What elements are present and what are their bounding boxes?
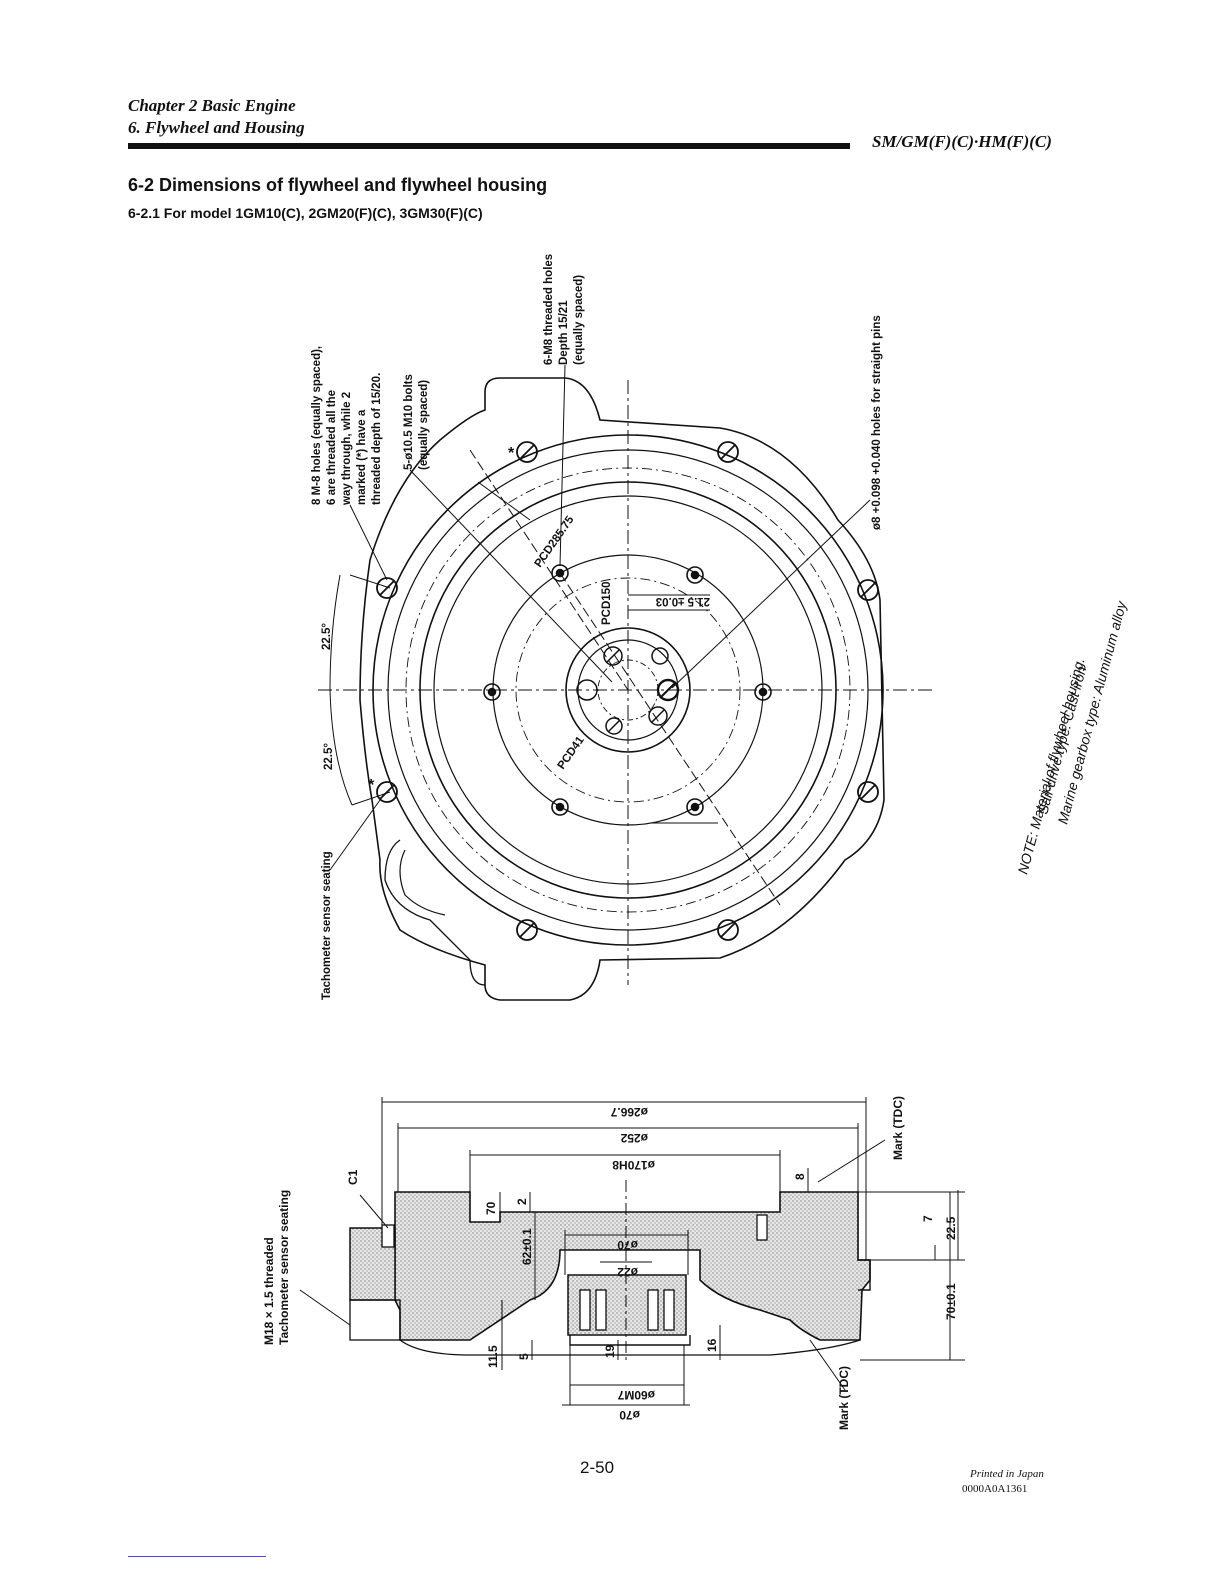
dim-d70-bottom: ø70 (619, 1408, 640, 1422)
bolts-note-line-2: (equally spaced) (418, 380, 430, 470)
hub-holes (576, 646, 680, 735)
dim-d70-top: ø70 (617, 1238, 638, 1252)
holes-note-line-5: threaded depth of 15/20. (371, 373, 383, 505)
holes-note-line-1: 8 M-8 holes (equally spaced), (311, 346, 323, 505)
header-chapter: Chapter 2 Basic Engine (128, 96, 296, 115)
pcd-41-label: PCD41 (556, 734, 587, 772)
dim-d170: ø170H8 (612, 1158, 655, 1172)
flywheel-m8-holes (483, 564, 772, 816)
dim-16: 16 (705, 1338, 719, 1352)
dim-19: 19 (603, 1344, 617, 1358)
star-mark-top: * (508, 445, 515, 462)
subsection-title: 6-2.1 For model 1GM10(C), 2GM20(F)(C), 3… (128, 205, 483, 221)
front-leaders (329, 364, 871, 906)
hub-ring (565, 627, 691, 753)
document-number: 0000A0A1361 (962, 1483, 1028, 1495)
hole-left-lower (376, 781, 398, 803)
section-dimensions (299, 1097, 965, 1406)
m8-note-line-3: (equally spaced) (573, 275, 585, 365)
star-mark-bottom: * (368, 777, 375, 794)
dim-70-tol: 70±0.1 (944, 1283, 958, 1320)
dim-d60: ø60M7 (617, 1388, 655, 1402)
angle-bottom: 22.5° (323, 743, 335, 770)
mark-tdc-top: Mark (TDC) (891, 1096, 905, 1160)
offset-dimension: 21.5 ±0.03 (656, 595, 710, 607)
dim-8: 8 (793, 1173, 807, 1180)
hole-right-upper (857, 579, 879, 601)
dim-d252: ø252 (620, 1131, 648, 1145)
m8-note-line-2: Depth 15/21 (558, 300, 570, 365)
holes-note-line-3: way through, while 2 (341, 392, 353, 506)
straight-pins-note: ø8 +0.098 +0.040 holes for straight pins (871, 315, 883, 530)
c1-label: C1 (346, 1169, 360, 1185)
hole-left-upper (376, 577, 398, 599)
tachometer-seating-note: Tachometer sensor seating (321, 851, 333, 1000)
dim-11-5: 11.5 (486, 1345, 500, 1368)
m18-label-line-2: Tachometer sensor seating (277, 1190, 291, 1345)
hole-bottom-right (717, 919, 739, 941)
page-number: 2-50 (580, 1458, 615, 1477)
pcd-150-label: PCD150 (601, 582, 613, 625)
hole-top-right (717, 441, 739, 463)
footer-rule (128, 1556, 266, 1557)
mark-tdc-bottom: Mark (TDC) (837, 1366, 851, 1430)
dim-70: 70 (484, 1201, 498, 1215)
dim-d266: ø266.7 (610, 1105, 648, 1119)
dim-d22: ø22 (617, 1265, 638, 1279)
hole-bottom-left (516, 919, 538, 941)
header-models: SM/GM(F)(C)·HM(F)(C) (872, 132, 1052, 151)
dim-5: 5 (517, 1353, 531, 1360)
header-section: 6. Flywheel and Housing (128, 118, 305, 137)
dim-22-5: 22.5 (944, 1216, 958, 1240)
tacho-bump (384, 839, 486, 986)
section-housing-body (394, 1191, 871, 1341)
holes-note-line-2: 6 are threaded all the (326, 390, 338, 505)
section-view (349, 1180, 871, 1360)
section-title: 6-2 Dimensions of flywheel and flywheel … (128, 175, 548, 195)
printed-in: Printed in Japan (970, 1468, 1044, 1480)
housing-outline (359, 377, 885, 1001)
m18-label-line-1: M18 × 1.5 threaded (262, 1237, 276, 1345)
m8-note-line-1: 6-M8 threaded holes (543, 254, 555, 365)
hole-top-left (516, 441, 538, 463)
dim-7: 7 (921, 1215, 935, 1222)
angle-top: 22.5° (321, 623, 333, 650)
pcd-285-label: PCD285.75 (533, 514, 577, 570)
hole-right-lower (857, 781, 879, 803)
bolts-note-line-1: 5-ø10.5 M10 bolts (403, 374, 415, 470)
holes-note-line-4: marked (*) have a (356, 409, 368, 505)
housing-bolt-holes (376, 441, 879, 941)
dim-62: 62±0.1 (520, 1228, 534, 1265)
dim-2: 2 (515, 1198, 529, 1205)
header-rule (128, 143, 850, 149)
